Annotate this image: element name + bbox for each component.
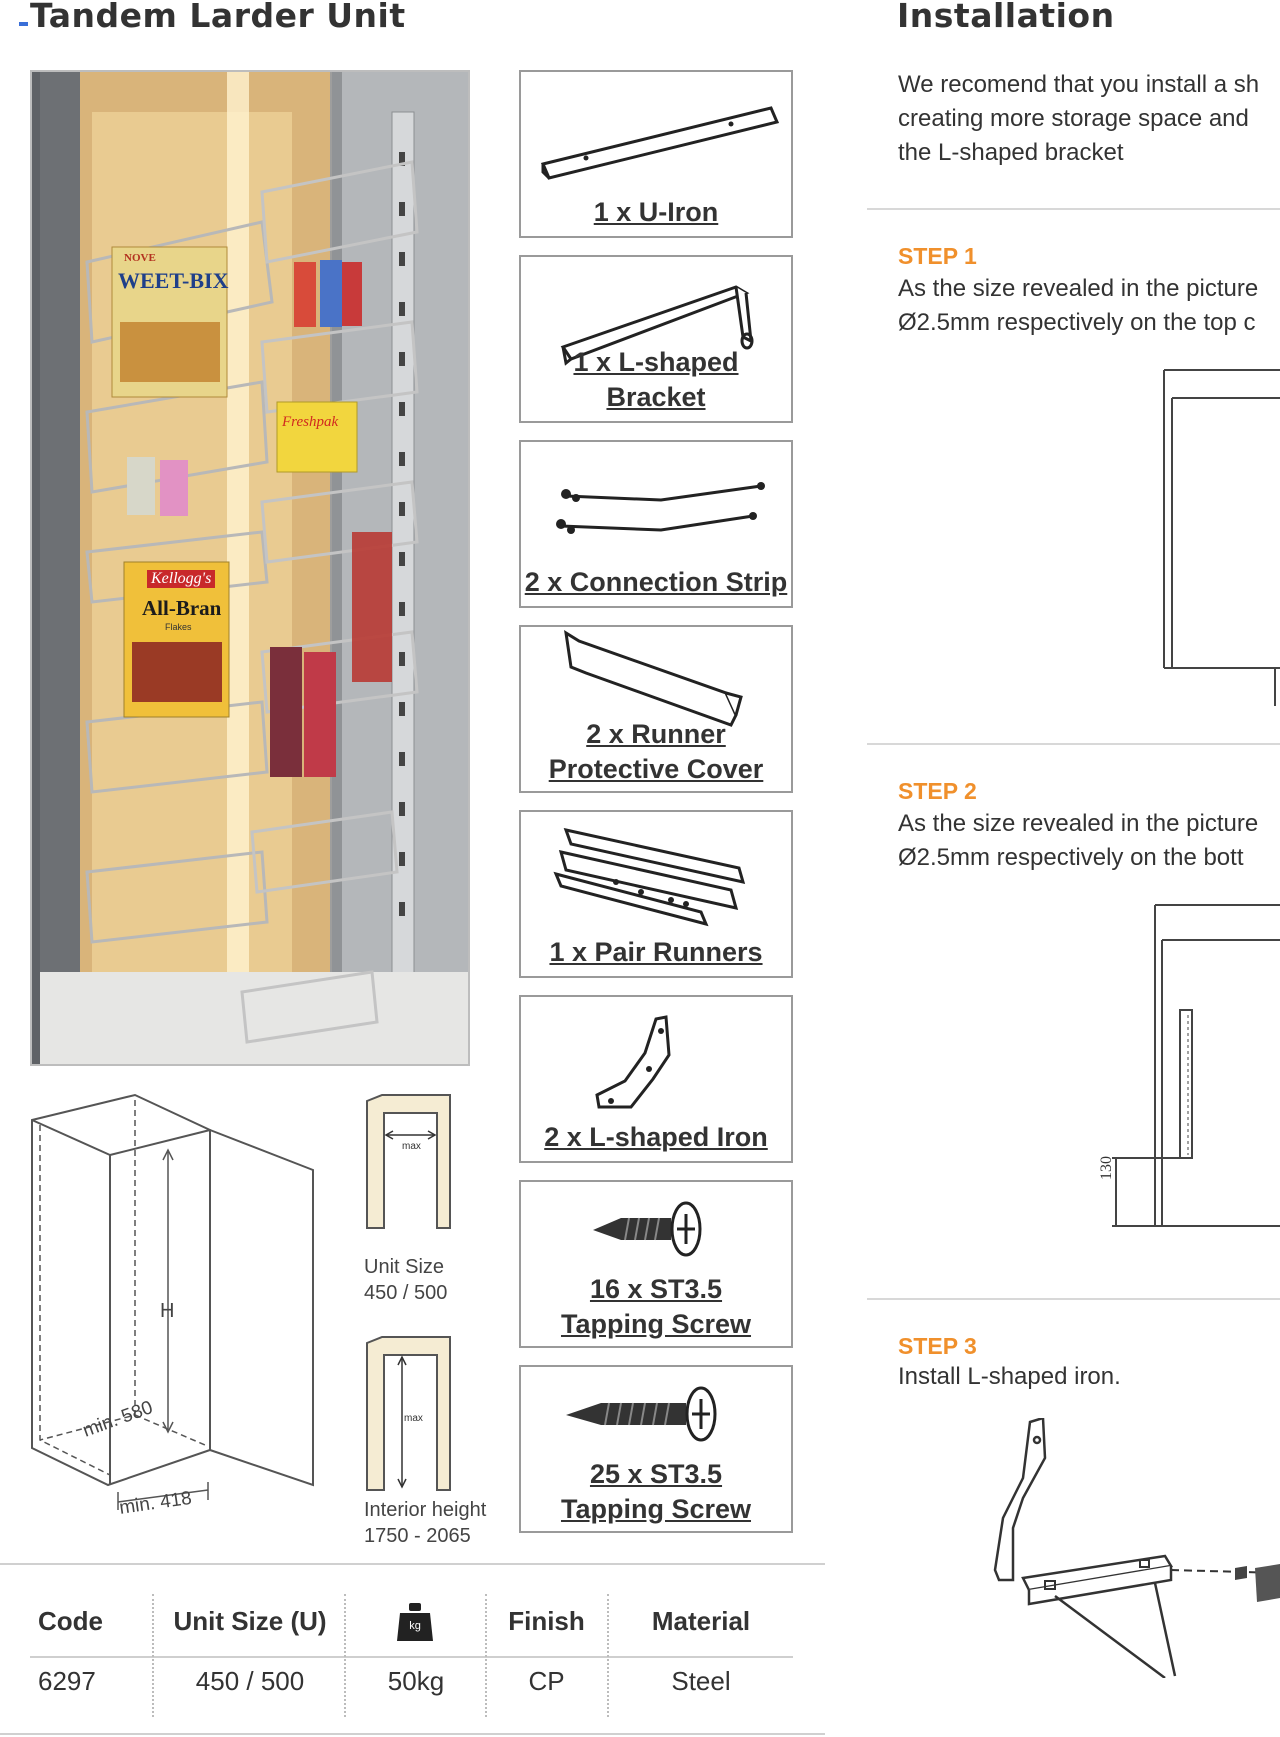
height-label: H [160, 1300, 175, 1322]
step-2-diagram: 130 [1098, 900, 1280, 1250]
weight-icon-label: kg [409, 1620, 421, 1632]
intro-line: We recomend that you install a sh [898, 71, 1260, 98]
spec-header-rule [30, 1656, 793, 1658]
page-title: Tandem Larder Unit [30, 0, 406, 35]
step-text-line: Ø2.5mm respectively on the bott [898, 844, 1244, 871]
step-2-text: As the size revealed in the picture Ø2.5… [898, 807, 1258, 875]
title-marker [19, 22, 28, 26]
photo-label-freshpak: Freshpak [282, 414, 339, 430]
part-label-line2: Tapping Screw [560, 1494, 752, 1524]
step-2-dim-label: 130 [1098, 1156, 1115, 1180]
interior-height-title: Interior height [364, 1499, 487, 1521]
section-divider [867, 743, 1280, 745]
part-l-iron: 2 x L-shaped Iron [519, 995, 793, 1163]
unit-size-diagram: max [362, 1093, 452, 1233]
part-label: 25 x ST3.5 Tapping Screw [521, 1457, 791, 1527]
spec-cell-unit-size: 450 / 500 [195, 1666, 305, 1696]
l-bracket-icon [560, 285, 754, 366]
u-iron-icon [540, 106, 780, 180]
width-max-label: max [402, 1141, 421, 1152]
part-label-line1: 25 x ST3.5 [589, 1459, 723, 1489]
part-connection-strip: 2 x Connection Strip [519, 440, 793, 608]
step-3-label: STEP 3 [898, 1333, 977, 1359]
step-3-diagram [985, 1416, 1280, 1680]
part-label: 2 x Connection Strip [524, 567, 788, 597]
screw-icon [593, 1201, 702, 1257]
installation-title: Installation [897, 0, 1115, 35]
photo-label-weetbix: WEET-BIX [118, 268, 229, 293]
step-text-line: As the size revealed in the picture [898, 275, 1259, 302]
intro-line: the L-shaped bracket [898, 139, 1124, 166]
spec-divider [485, 1594, 487, 1717]
interior-height-caption: Interior height 1750 - 2065 [364, 1497, 486, 1549]
cabinet-diagram: H min. 580 min. 418 [30, 1090, 320, 1530]
spec-header-code: Code [38, 1606, 103, 1636]
intro-line: creating more storage space and [898, 105, 1249, 132]
part-screw-16: 16 x ST3.5 Tapping Screw [519, 1180, 793, 1348]
part-label: 1 x U-Iron [593, 197, 719, 227]
part-label: 1 x Pair Runners [549, 937, 763, 967]
unit-size-value: 450 / 500 [364, 1282, 448, 1304]
screw-icon [566, 1386, 717, 1442]
step-1-text: As the size revealed in the picture Ø2.5… [898, 272, 1258, 340]
spec-cell-material: Steel [671, 1666, 731, 1696]
unit-size-caption: Unit Size 450 / 500 [364, 1254, 447, 1306]
step-3-text: Install L-shaped iron. [898, 1360, 1121, 1394]
part-l-bracket: 1 x L-shaped Bracket [519, 255, 793, 423]
part-label-line1: 2 x Runner [586, 719, 726, 749]
part-runner-cover: 2 x Runner Protective Cover [519, 625, 793, 793]
l-iron-icon [595, 1015, 671, 1109]
photo-label-kelloggs: Kellogg's [147, 570, 216, 588]
interior-height-value: 1750 - 2065 [364, 1525, 471, 1547]
part-label: 2 x Runner Protective Cover [521, 717, 791, 787]
interior-height-diagram: max [362, 1335, 452, 1495]
spec-cell-finish: CP [528, 1666, 565, 1696]
part-label-line1: 16 x ST3.5 [589, 1274, 723, 1304]
step-2-label: STEP 2 [898, 778, 977, 804]
connection-strip-icon [556, 482, 765, 534]
product-photo: NOVE WEET-BIX Freshpak Kellogg's All-Bra… [30, 70, 470, 1066]
step-1-diagram [1160, 368, 1280, 708]
section-divider [867, 208, 1280, 210]
installation-intro: We recomend that you install a sh creati… [898, 68, 1259, 170]
spec-cell-code: 6297 [38, 1666, 96, 1696]
spec-divider [607, 1594, 609, 1717]
part-label: 1 x L-shaped Bracket [573, 347, 739, 412]
part-label: 16 x ST3.5 Tapping Screw [521, 1272, 791, 1342]
step-text-line: Install L-shaped iron. [898, 1363, 1121, 1390]
spec-header-material: Material [651, 1606, 751, 1636]
spec-cell-weight: 50kg [387, 1666, 445, 1696]
height-max-label: max [404, 1413, 423, 1424]
spec-header-unit-size: Unit Size (U) [173, 1606, 327, 1636]
part-pair-runners: 1 x Pair Runners [519, 810, 793, 978]
part-screw-25: 25 x ST3.5 Tapping Screw [519, 1365, 793, 1533]
part-u-iron: 1 x U-Iron [519, 70, 793, 238]
spec-header-finish: Finish [508, 1606, 585, 1636]
unit-size-title: Unit Size [364, 1256, 445, 1278]
step-text-line: Ø2.5mm respectively on the top c [898, 309, 1256, 336]
runners-icon [553, 827, 746, 927]
part-label: 2 x L-shaped Iron [544, 1122, 768, 1152]
section-divider [867, 1298, 1280, 1300]
spec-bottom-rule [0, 1733, 825, 1735]
photo-label-flakes: Flakes [165, 622, 192, 632]
part-label-line2: Protective Cover [548, 754, 764, 784]
runner-cover-icon [564, 630, 743, 727]
step-1-label: STEP 1 [898, 243, 977, 269]
spec-divider [152, 1594, 154, 1717]
step-text-line: As the size revealed in the picture [898, 810, 1259, 837]
weight-icon: kg [396, 1602, 434, 1642]
spec-divider [344, 1594, 346, 1717]
part-label-line2: Tapping Screw [560, 1309, 752, 1339]
photo-label-allbran: All-Bran [142, 596, 222, 620]
spec-top-rule [0, 1563, 825, 1565]
photo-label-new: NOVE [124, 252, 156, 264]
